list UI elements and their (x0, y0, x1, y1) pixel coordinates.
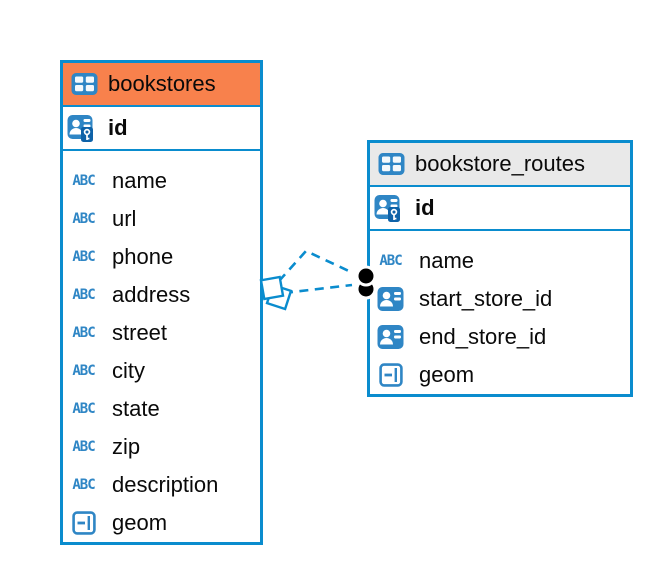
relationship-source-marker (259, 275, 293, 311)
relationship-line[interactable] (278, 249, 352, 282)
table-icon (378, 153, 405, 175)
column-name: geom (112, 510, 168, 535)
column-name: state (112, 396, 160, 421)
primary-key-row[interactable]: id (63, 107, 260, 151)
column-name: url (112, 206, 137, 231)
column-name: geom (419, 362, 475, 387)
column-row-start_store_id[interactable]: start_store_id (370, 280, 630, 318)
column-name: end_store_id (419, 324, 547, 349)
table-icon (71, 73, 98, 95)
text-type-icon: ABC (72, 249, 95, 265)
primary-key-icon (67, 115, 93, 142)
geometry-type-icon (378, 363, 403, 387)
reference-type-icon (377, 324, 404, 349)
column-row-end_store_id[interactable]: end_store_id (370, 318, 630, 356)
primary-key-name: id (415, 195, 435, 220)
text-type-icon: ABC (72, 325, 95, 341)
column-row-street[interactable]: ABC street (63, 314, 260, 352)
column-name: city (112, 358, 145, 383)
column-row-city[interactable]: ABC city (63, 352, 260, 390)
text-type-icon: ABC (72, 439, 95, 455)
column-row-zip[interactable]: ABC zip (63, 428, 260, 466)
column-name: address (112, 282, 191, 307)
text-type-icon: ABC (72, 287, 95, 303)
column-name: name (419, 248, 475, 273)
primary-key-icon (374, 195, 400, 222)
table-name: bookstore_routes (415, 151, 585, 176)
text-type-icon: ABC (72, 401, 95, 417)
table-header[interactable]: bookstores (63, 63, 260, 107)
column-row-description[interactable]: ABC description (63, 466, 260, 504)
text-type-icon: ABC (72, 363, 95, 379)
column-row-state[interactable]: ABC state (63, 390, 260, 428)
column-row-geom[interactable]: geom (370, 356, 630, 394)
column-row-name[interactable]: ABC name (370, 242, 630, 280)
column-name: zip (112, 434, 141, 459)
column-row-phone[interactable]: ABC phone (63, 238, 260, 276)
text-type-icon: ABC (72, 211, 95, 227)
relationship-line[interactable] (283, 283, 353, 295)
table-header[interactable]: bookstore_routes (370, 143, 630, 187)
primary-key-name: id (108, 115, 128, 140)
column-row-geom[interactable]: geom (63, 504, 260, 542)
column-name: name (112, 168, 168, 193)
text-type-icon: ABC (379, 253, 402, 269)
column-row-address[interactable]: ABC address (63, 276, 260, 314)
text-type-icon: ABC (72, 477, 95, 493)
column-name: phone (112, 244, 174, 269)
table-bookstore-routes[interactable]: bookstore_routes id ABC name start_store_i… (367, 140, 633, 397)
column-name: start_store_id (419, 286, 553, 311)
table-name: bookstores (108, 71, 216, 96)
primary-key-row[interactable]: id (370, 187, 630, 231)
column-name: street (112, 320, 168, 345)
text-type-icon: ABC (72, 173, 95, 189)
column-row-url[interactable]: ABC url (63, 200, 260, 238)
column-row-name[interactable]: ABC name (63, 162, 260, 200)
reference-type-icon (377, 286, 404, 311)
geometry-type-icon (71, 511, 96, 535)
column-name: description (112, 472, 219, 497)
